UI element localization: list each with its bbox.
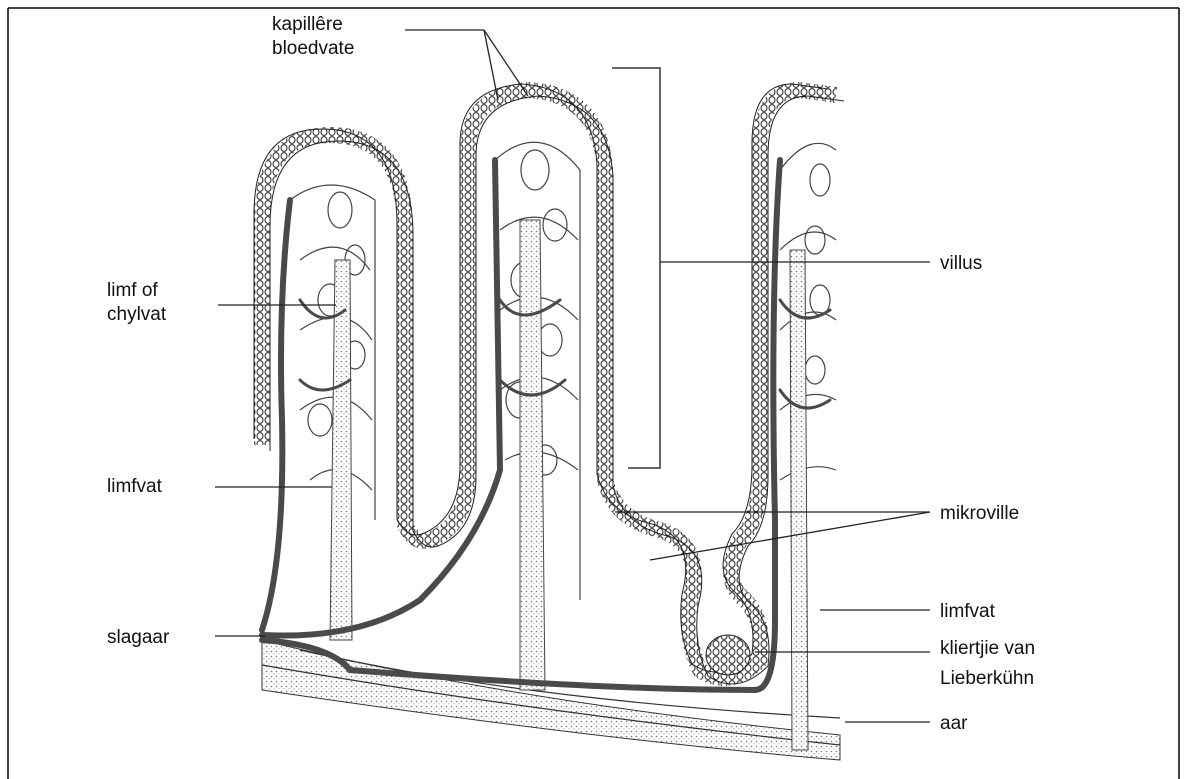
- label-limfvat-left: limfvat: [107, 476, 163, 497]
- villus-bracket: [612, 68, 660, 468]
- label-kapillere-line2: bloedvate: [272, 38, 354, 59]
- label-kliertjie-line2: Lieberkühn: [940, 668, 1034, 689]
- label-kapillere-line1: kapillêre: [272, 14, 343, 35]
- label-limf-line1: limf of: [107, 280, 158, 301]
- crypt-of-lieberkuhn: [706, 635, 750, 675]
- label-limfvat-right: limfvat: [940, 601, 996, 622]
- label-villus: villus: [940, 253, 982, 274]
- label-aar: aar: [940, 713, 968, 734]
- label-limf-line2: chylvat: [107, 304, 167, 325]
- label-slagaar: slagaar: [107, 627, 170, 648]
- label-kliertjie-line1: kliertjie van: [940, 638, 1035, 659]
- label-mikroville: mikroville: [940, 503, 1019, 524]
